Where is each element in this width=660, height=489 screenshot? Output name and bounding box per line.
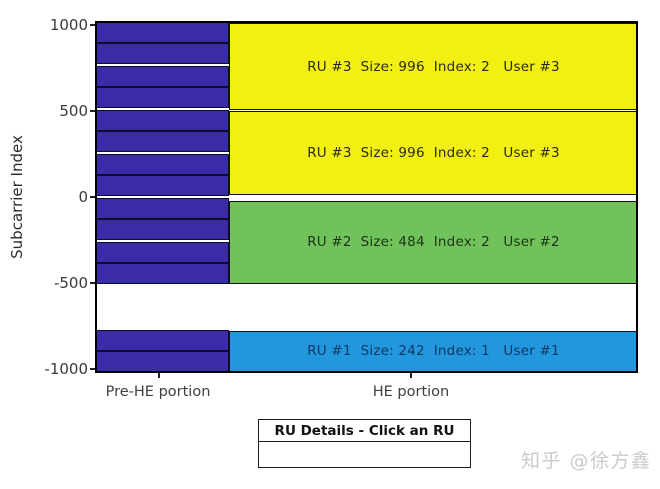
- x-tick-label-pre-he: Pre-HE portion: [105, 384, 211, 400]
- prehe-subchannel: [95, 154, 229, 196]
- y-tick-label: 1000: [49, 16, 88, 35]
- ru-block-4[interactable]: RU #1 Size: 242 Index: 1 User #1: [229, 330, 638, 372]
- prehe-dc-line: [96, 129, 228, 133]
- y-tick-label: 0: [78, 188, 88, 206]
- y-tick-mark: [90, 368, 95, 370]
- ru-block-1[interactable]: RU #3 Size: 996 Index: 2 User #3: [229, 23, 638, 111]
- ru-block-label: RU #1 Size: 242 Index: 1 User #1: [307, 343, 560, 360]
- ru-block-3[interactable]: RU #2 Size: 484 Index: 2 User #2: [229, 201, 638, 284]
- ru-details-title: RU Details - Click an RU: [259, 420, 470, 442]
- prehe-dc-line: [96, 173, 228, 177]
- y-tick-mark: [90, 282, 95, 284]
- prehe-subchannel: [95, 22, 229, 64]
- y-tick-mark: [90, 24, 95, 26]
- prehe-subchannel: [95, 242, 229, 284]
- prehe-subchannel: [95, 330, 229, 372]
- x-tick-mark-pre-he: [158, 373, 160, 378]
- prehe-dc-line: [96, 41, 228, 45]
- y-tick-label: 500: [59, 102, 88, 121]
- ru-details-body: [259, 442, 470, 467]
- prehe-subchannel: [95, 198, 229, 240]
- watermark: 知乎 @徐方鑫: [521, 450, 652, 472]
- x-tick-mark-he: [410, 373, 412, 378]
- y-tick-label: -1000: [44, 359, 88, 378]
- y-tick-mark: [90, 196, 95, 198]
- y-tick-mark: [90, 110, 95, 112]
- prehe-subchannel: [95, 66, 229, 108]
- ru-block-label: RU #3 Size: 996 Index: 2 User #3: [307, 58, 560, 75]
- y-tick-label: -500: [53, 273, 88, 292]
- prehe-subchannel: [95, 110, 229, 152]
- prehe-dc-line: [96, 261, 228, 265]
- ru-block-label: RU #2 Size: 484 Index: 2 User #2: [307, 234, 560, 251]
- ru-block-label: RU #3 Size: 996 Index: 2 User #3: [307, 145, 560, 162]
- prehe-dc-line: [96, 217, 228, 221]
- x-tick-label-he: HE portion: [372, 384, 450, 400]
- ru-details-panel: RU Details - Click an RU: [258, 419, 471, 468]
- prehe-dc-line: [96, 349, 228, 353]
- ru-block-2[interactable]: RU #3 Size: 996 Index: 2 User #3: [229, 111, 638, 195]
- prehe-dc-line: [96, 85, 228, 89]
